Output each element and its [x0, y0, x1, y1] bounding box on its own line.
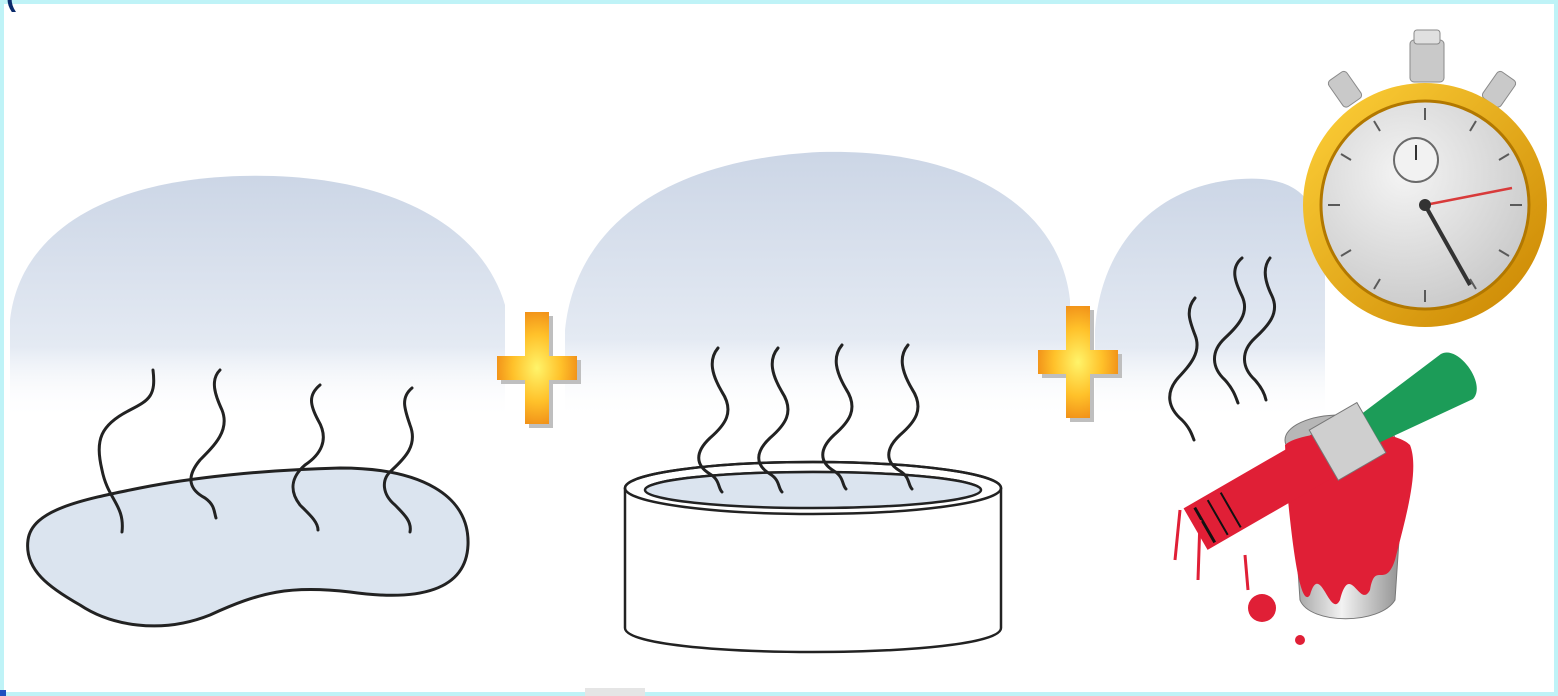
vapor-cloud-2 — [565, 152, 1070, 420]
frame-corner-mark — [0, 690, 6, 696]
puddle-surface — [28, 468, 468, 626]
bottom-tab — [585, 688, 645, 696]
heated-tub — [625, 462, 1001, 652]
vapor-cloud-1 — [10, 176, 505, 420]
stopwatch-icon — [1303, 30, 1547, 327]
vapor-cloud-3 — [1095, 179, 1325, 420]
